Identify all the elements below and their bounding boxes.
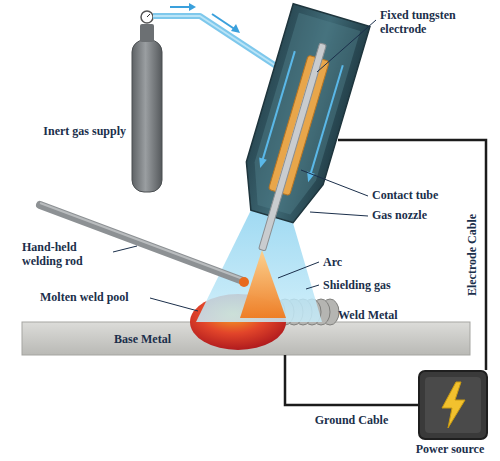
ground-cable: [285, 355, 418, 405]
power-source-box: Power source: [404, 370, 496, 458]
part-label: Arc: [323, 255, 383, 269]
power-source-symbol: [418, 370, 488, 440]
cable-label: Electrode Cable: [465, 214, 479, 296]
base-metal-band: Base Metal: [22, 322, 470, 355]
arc: [240, 250, 286, 318]
electrode-cable: [338, 140, 486, 370]
plate-label: Base Metal: [114, 332, 171, 346]
gas-hose: [153, 3, 276, 66]
part-label: Shielding gas: [323, 278, 433, 292]
gas-cylinder: [132, 11, 162, 192]
part-label: Contact tube: [372, 188, 492, 202]
box-label: Power source: [404, 442, 496, 456]
part-label: Weld Metal: [338, 308, 448, 322]
tig-torch: [224, 4, 370, 262]
cable-label: Ground Cable: [315, 413, 388, 427]
shielding-gas: [196, 210, 322, 322]
part-label: Molten weld pool: [40, 290, 160, 304]
part-label: Inert gas supply: [40, 124, 126, 138]
part-label: Fixed tungsten electrode: [380, 8, 496, 36]
part-label: Hand-held welding rod: [22, 240, 112, 268]
